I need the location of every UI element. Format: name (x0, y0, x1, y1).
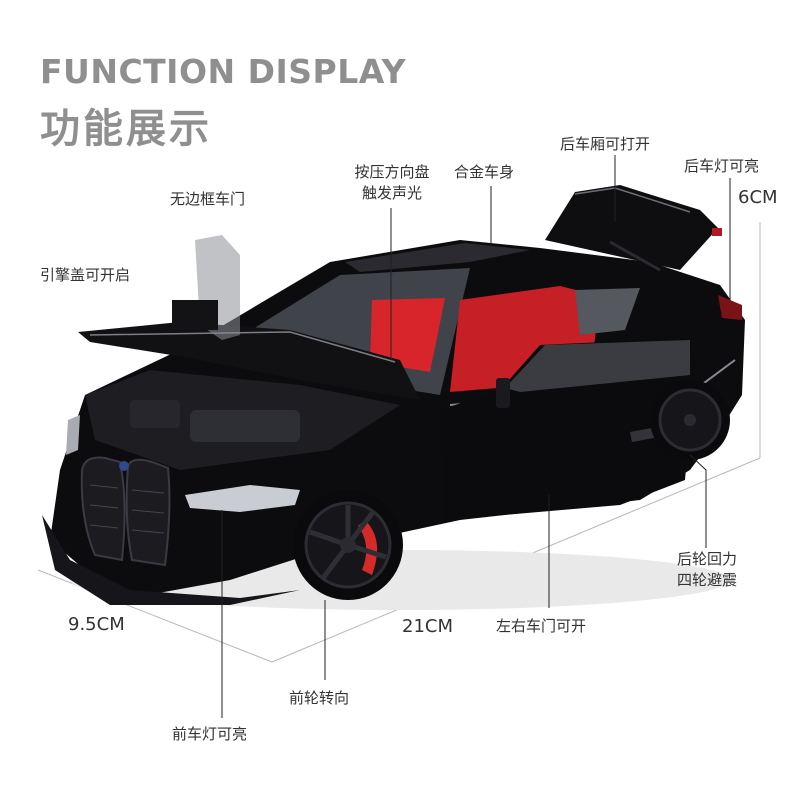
label-steering-line1: 按压方向盘 (354, 163, 430, 181)
front-grille (80, 456, 171, 567)
front-wheel (293, 490, 403, 600)
label-taillights: 后车灯可亮 (684, 157, 760, 175)
label-headlights: 前车灯可亮 (172, 725, 248, 743)
callout-lines (221, 155, 731, 718)
headlights (66, 415, 300, 512)
open-left-door (172, 235, 240, 340)
label-trunk-opens: 后车厢可打开 (560, 135, 651, 153)
label-hood-opens: 引擎盖可开启 (40, 266, 131, 284)
rear-wheel (650, 380, 730, 460)
label-frameless-door: 无边框车门 (170, 190, 246, 208)
open-right-door (440, 338, 695, 520)
engine-bay (85, 370, 400, 470)
open-trunk (545, 185, 722, 272)
label-doors-open: 左右车门可开 (496, 617, 587, 635)
label-front-steering: 前轮转向 (289, 689, 350, 707)
label-alloy-body: 合金车身 (454, 163, 515, 181)
dimension-width: 9.5CM (68, 614, 125, 635)
dimension-height: 6CM (738, 187, 778, 208)
dimension-length: 21CM (402, 616, 454, 637)
open-hood (78, 322, 420, 400)
label-pullback-line1: 后轮回力 (676, 550, 737, 568)
label-steering-line2: 触发声光 (361, 184, 422, 202)
label-pullback-suspension: 后轮回力 四轮避震 (664, 549, 750, 591)
label-pullback-line2: 四轮避震 (676, 571, 737, 589)
label-steering-sound-light: 按压方向盘 触发声光 (344, 162, 440, 204)
heading-english: FUNCTION DISPLAY (40, 52, 407, 91)
heading-chinese: 功能展示 (40, 106, 212, 152)
